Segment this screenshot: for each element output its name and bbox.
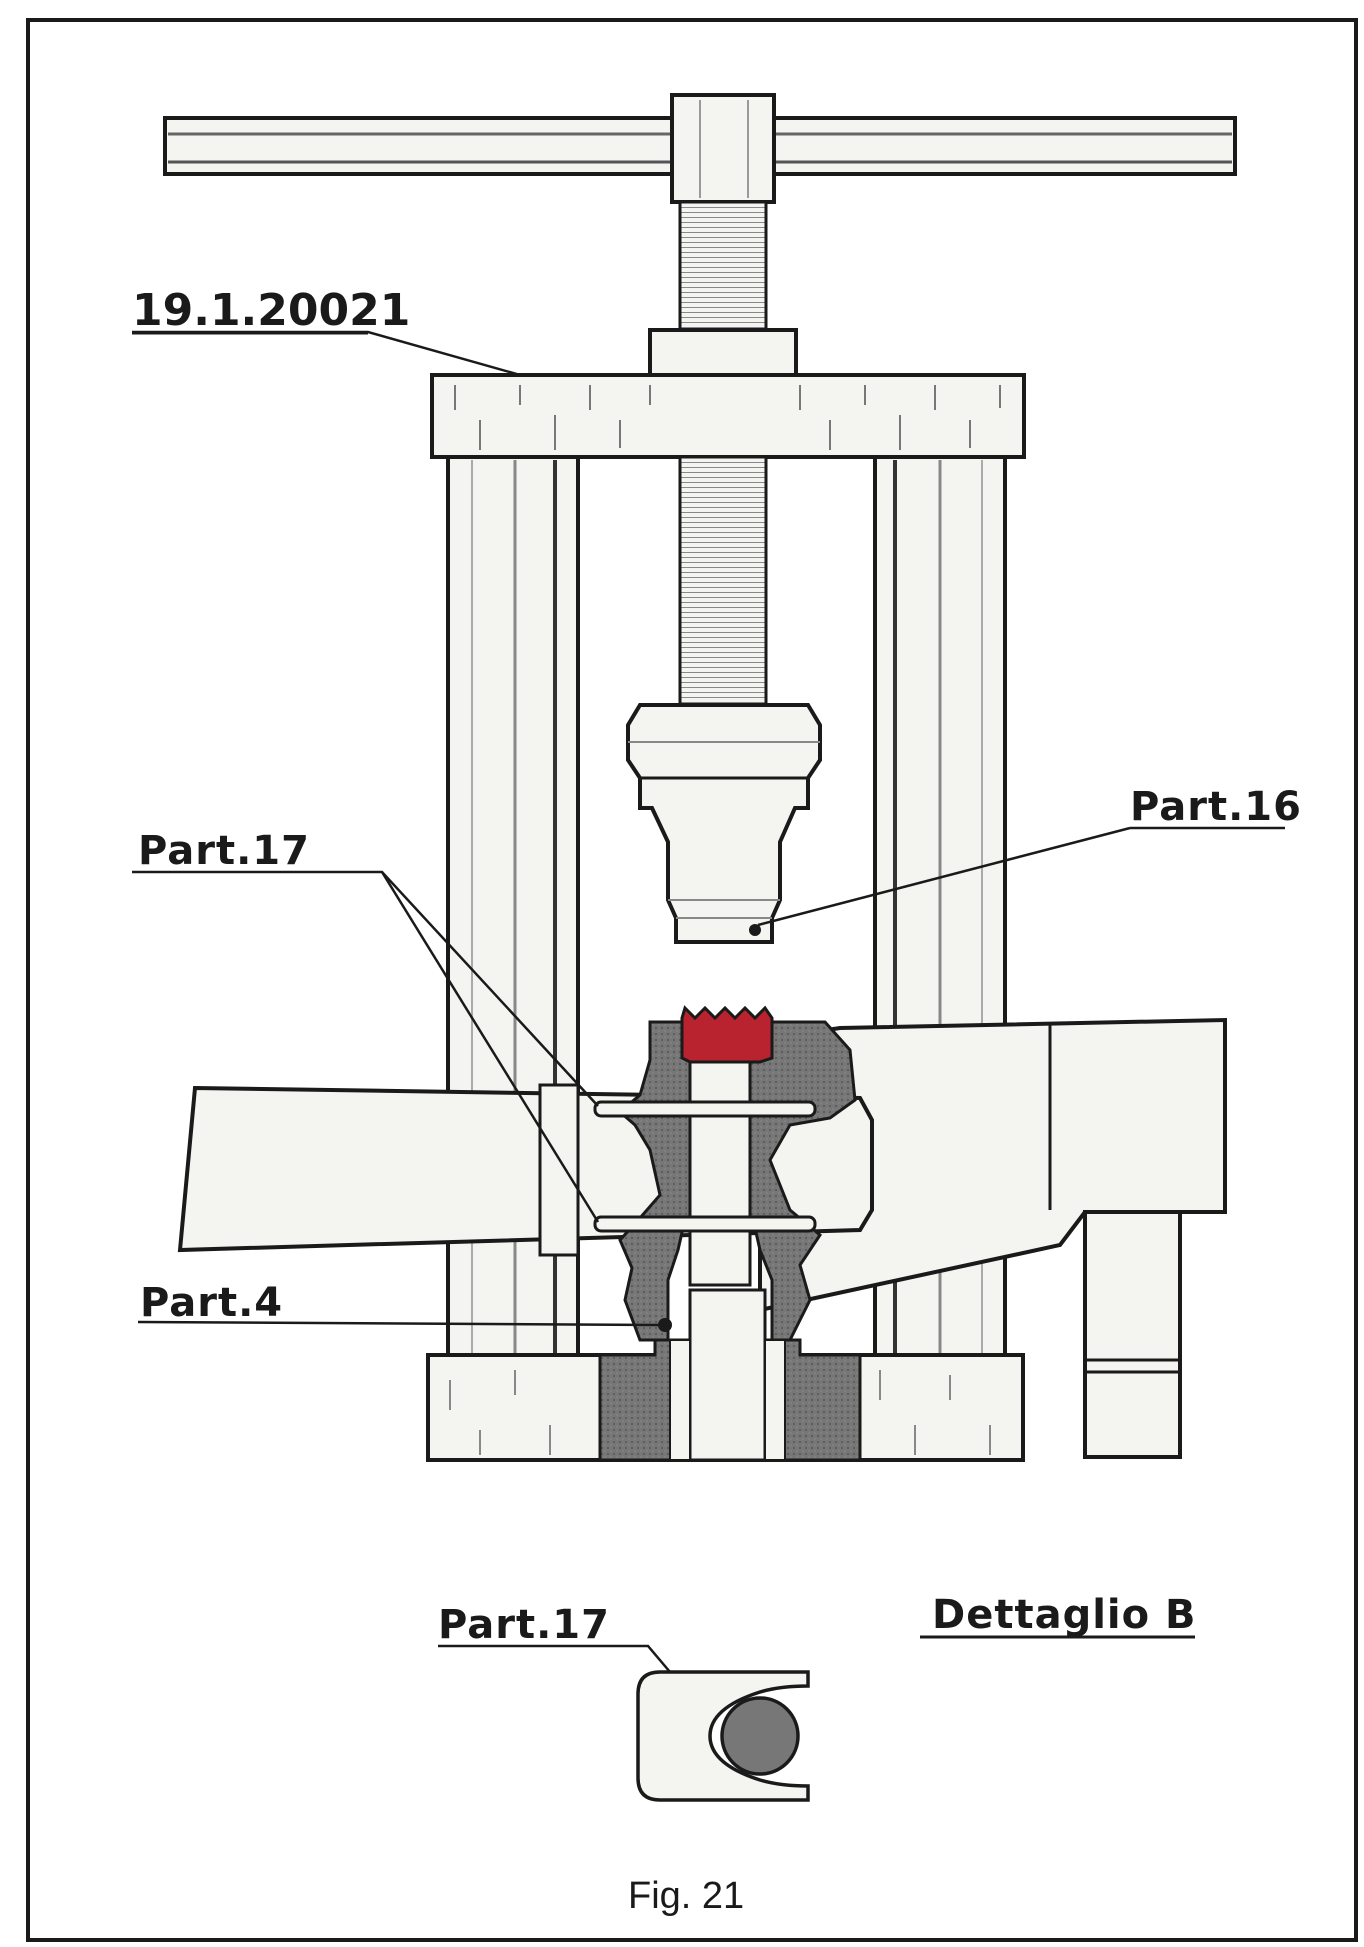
detail-title: Dettaglio B (932, 1592, 1197, 1638)
part17-detail-drawing (636, 1670, 810, 1802)
top-crossbar (430, 373, 1026, 459)
screw-nut (648, 328, 798, 377)
part4-label: Part.4 (140, 1280, 283, 1326)
base-crossbar (426, 1288, 1025, 1462)
part17-label: Part.17 (138, 828, 310, 874)
part17-plates (593, 1100, 817, 1233)
part17-detail-label: Part.17 (438, 1602, 610, 1648)
red-seal (680, 1005, 774, 1064)
threaded-screw-lower (678, 455, 768, 709)
tool-number-label: 19.1.20021 (132, 285, 410, 336)
handle-hub (670, 93, 776, 204)
figure-caption: Fig. 21 (628, 1875, 744, 1917)
puller-head (626, 703, 822, 944)
threaded-screw-upper (678, 200, 768, 334)
page-frame (26, 18, 1358, 1942)
part16-label: Part.16 (1130, 784, 1302, 830)
